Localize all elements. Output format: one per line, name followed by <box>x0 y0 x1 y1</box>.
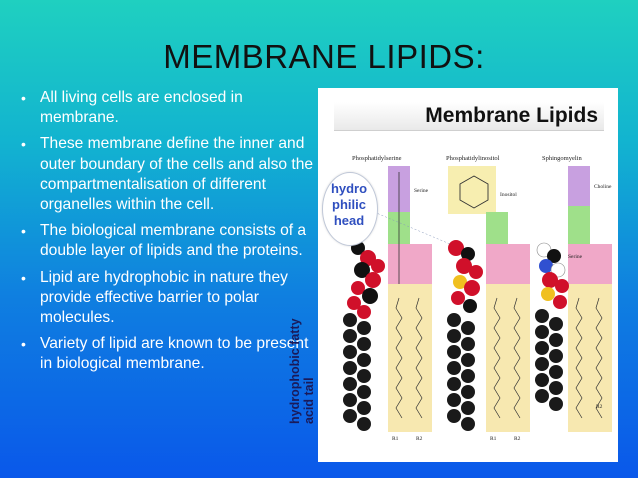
slide-title: MEMBRANE LIPIDS: <box>163 38 485 75</box>
serine-label: Serine <box>414 188 429 194</box>
sphingo-serine-label: Serine <box>568 254 583 260</box>
bullet-item: • These membrane define the inner and out… <box>18 134 316 215</box>
figure-header-bar <box>334 102 604 131</box>
figure-header: Membrane Lipids <box>318 88 618 136</box>
phosphate-box-2 <box>486 212 508 244</box>
hydrophilic-head-callout <box>322 172 378 246</box>
glycerol-box <box>388 244 432 284</box>
choline-label: Choline <box>594 184 612 190</box>
tail-box <box>388 284 432 432</box>
bullet-list: • All living cells are enclosed in membra… <box>18 88 316 381</box>
sphingomyelin-structure <box>535 166 612 432</box>
column-label-phosphatidylinositol: Phosphatidylinositol <box>446 155 500 162</box>
figure-title: Membrane Lipids <box>425 104 598 127</box>
bullet-item: • All living cells are enclosed in membra… <box>18 88 316 128</box>
bullet-icon: • <box>21 223 26 240</box>
sphingosine-box <box>568 244 612 284</box>
chain-label-r2: R2 <box>416 436 423 442</box>
membrane-lipids-figure: Membrane Lipids Phosphatidylserine Phosp… <box>288 88 618 462</box>
inositol-label: Inositol <box>500 192 517 198</box>
bullet-item: • Lipid are hydrophobic in nature they pr… <box>18 268 316 329</box>
column-label-sphingomyelin: Sphingomyelin <box>542 155 582 162</box>
chain-label-r1: R1 <box>392 436 399 442</box>
bullet-text: Variety of lipid are known to be present… <box>40 335 309 373</box>
bullet-icon: • <box>21 90 26 106</box>
chain-label-r2-3: R2 <box>596 404 603 410</box>
bullet-icon: • <box>21 269 26 286</box>
tail-box-2 <box>486 284 530 432</box>
bullet-text: These membrane define the inner and oute… <box>40 135 314 214</box>
bullet-icon: • <box>21 336 26 353</box>
bullet-item: • The biological membrane consists of a d… <box>18 221 316 261</box>
bullet-item: • Variety of lipid are known to be presen… <box>18 334 316 374</box>
tail-box-3 <box>568 284 612 432</box>
hydrophilic-head-label: hydro philic head <box>330 181 368 228</box>
chain-label-r2-2: R2 <box>514 436 521 442</box>
bullet-text: Lipid are hydrophobic in nature they pro… <box>40 268 288 327</box>
bullet-text: All living cells are enclosed in membran… <box>40 89 243 127</box>
bullet-icon: • <box>21 136 26 153</box>
chain-label-r1-2: R1 <box>490 436 497 442</box>
glycerol-box-2 <box>486 244 530 284</box>
phosphatidylinositol-structure <box>447 166 530 432</box>
hydrophobic-tail-label: hydrophobic fatty acid tail <box>288 318 316 424</box>
column-label-phosphatidylserine: Phosphatidylserine <box>352 155 402 162</box>
bullet-text: The biological membrane consists of a do… <box>40 222 307 260</box>
phosphate-box-3 <box>568 206 590 244</box>
lipid-structures-svg <box>343 166 612 432</box>
choline-box <box>568 166 590 206</box>
